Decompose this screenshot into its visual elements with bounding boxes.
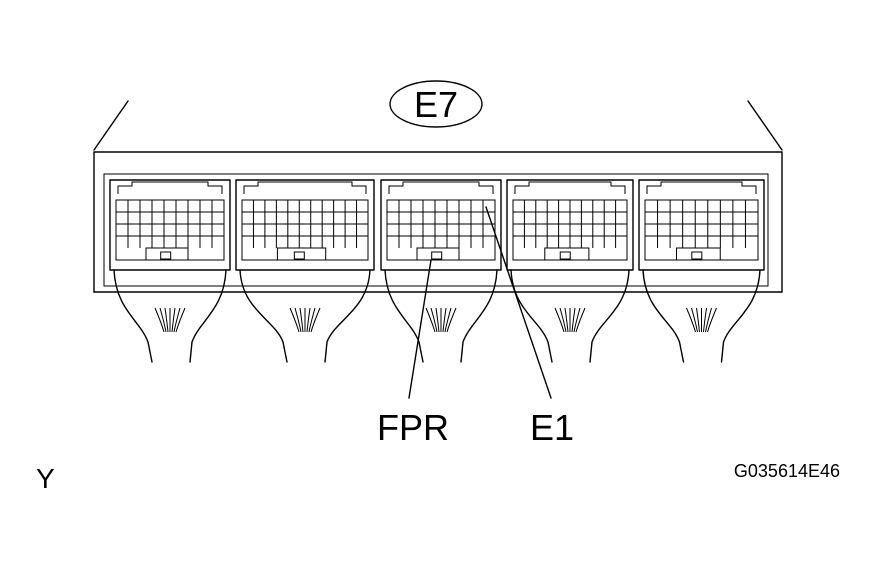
key-tab — [559, 251, 571, 260]
wire-strand — [575, 307, 586, 333]
corner-letter: Y — [36, 463, 55, 494]
wire-strand — [299, 307, 304, 333]
pin-grid — [241, 199, 369, 261]
wire-strand — [294, 307, 302, 333]
block-housing — [506, 179, 634, 271]
wire-strand — [444, 307, 452, 333]
pin-grid — [386, 199, 496, 261]
wire-strand — [171, 307, 176, 333]
key-tab — [431, 251, 443, 260]
e1-leader-line — [485, 206, 552, 399]
wire-strand — [691, 307, 698, 333]
key-notch — [387, 247, 495, 261]
wire-strand — [705, 307, 712, 333]
wire-strand — [310, 307, 321, 333]
wire-strand — [289, 307, 300, 333]
wire-strand — [175, 307, 186, 333]
ecu-housing — [93, 100, 783, 293]
wire-bundle-left — [510, 269, 553, 363]
e1-callout-label: E1 — [530, 407, 574, 448]
wire-strand — [435, 307, 440, 333]
wire-strand — [559, 307, 567, 333]
wire-strand — [306, 307, 311, 333]
wire-bundle-left — [113, 269, 153, 363]
key-notch — [242, 247, 368, 261]
wire-strand — [703, 307, 707, 333]
block-housing — [638, 179, 765, 271]
pin-grid — [115, 199, 225, 261]
block-latch — [646, 181, 757, 194]
wire-bundle-right — [589, 269, 630, 363]
wire-strand — [696, 307, 700, 333]
block-latch — [388, 181, 494, 194]
block-housing — [235, 179, 375, 271]
wire-strand — [707, 307, 717, 333]
wire-strand — [573, 307, 581, 333]
fpr-callout-label: FPR — [377, 407, 449, 448]
key-tab — [293, 251, 305, 260]
wire-strand — [425, 307, 436, 333]
wire-strand — [430, 307, 438, 333]
wire-bundle-left — [642, 269, 685, 363]
wire-strand — [442, 307, 447, 333]
wire-bundle-right — [189, 269, 227, 363]
wire-strand — [308, 307, 316, 333]
wire-bundle-right — [324, 269, 371, 363]
connector-block-1 — [109, 179, 231, 363]
block-housing — [109, 179, 231, 271]
key-notch — [645, 247, 758, 261]
connector-block-4 — [506, 179, 634, 363]
figure-code: G035614E46 — [734, 461, 840, 481]
wire-bundle-right — [720, 269, 761, 363]
connector-blocks — [109, 179, 765, 363]
wire-strand — [564, 307, 569, 333]
connector-label-text: E7 — [414, 84, 458, 125]
key-tab — [691, 251, 703, 260]
connector-block-3 — [380, 179, 502, 363]
connector-block-5 — [638, 179, 765, 363]
wire-strand — [164, 307, 169, 333]
wire-strand — [554, 307, 565, 333]
wire-strand — [571, 307, 576, 333]
block-latch — [117, 181, 223, 194]
key-notch — [513, 247, 627, 261]
wire-strand — [154, 307, 165, 333]
wire-bundle-right — [460, 269, 498, 363]
wire-strand — [159, 307, 167, 333]
key-notch — [116, 247, 224, 261]
pin-grid — [644, 199, 759, 261]
fpr-leader-line — [408, 259, 432, 399]
wire-strand — [686, 307, 696, 333]
connector-label: E7 — [389, 80, 483, 128]
block-latch — [243, 181, 367, 194]
block-latch — [514, 181, 626, 194]
block-housing — [380, 179, 502, 271]
key-tab — [160, 251, 172, 260]
connector-block-2 — [235, 179, 375, 363]
callout-leaders — [408, 206, 552, 399]
wire-strand — [446, 307, 457, 333]
wire-bundle-left — [239, 269, 288, 363]
wire-strand — [173, 307, 181, 333]
